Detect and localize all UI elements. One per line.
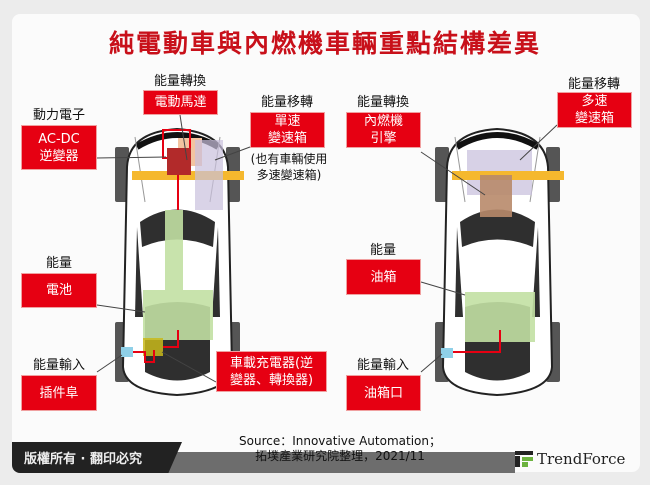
- ev-gearbox-note: (也有車輛使用 多速變速箱): [250, 152, 328, 182]
- ice-engine-box: 內燃機 引擎: [346, 112, 421, 148]
- gearbox-area: [195, 140, 223, 210]
- inverter-area: [167, 148, 191, 175]
- source-line-1: Source：Innovative Automation；: [239, 434, 441, 448]
- ev-energy-transfer-label: 能量移轉: [260, 95, 313, 110]
- ev-energy-input-label: 能量輸入: [32, 358, 85, 373]
- copyright-notice: 版權所有 · 翻印必究: [12, 442, 182, 473]
- charger-area: [143, 338, 163, 356]
- ev-power-electronics-label: 動力電子: [32, 108, 85, 123]
- source-line-2: 拓墣產業研究院整理，2021/11: [255, 449, 425, 463]
- ev-energy-label: 能量: [45, 256, 72, 271]
- ice-energy-input-label: 能量輸入: [356, 358, 409, 373]
- source-note: Source：Innovative Automation； 拓墣產業研究院整理，…: [170, 434, 510, 464]
- ev-energy-conversion-label: 能量轉換: [153, 74, 206, 89]
- trendforce-logo: TrendForce: [515, 450, 625, 468]
- engine-area: [480, 175, 512, 217]
- battery-tunnel: [165, 210, 183, 290]
- ev-inverter-box: AC-DC 逆變器: [21, 125, 97, 170]
- ev-gearbox-box: 單速 變速箱: [250, 112, 325, 148]
- ice-gearbox-box: 多速 變速箱: [557, 92, 632, 128]
- ev-axle: [132, 171, 244, 180]
- trendforce-logo-icon: [515, 451, 533, 467]
- ev-motor-box: 電動馬達: [143, 90, 218, 115]
- charge-port: [121, 347, 133, 357]
- ice-fuel-tank-box: 油箱: [346, 259, 421, 295]
- fuel-port: [441, 348, 453, 358]
- ice-energy-label: 能量: [369, 243, 396, 258]
- page-title: 純電動車與內燃機車輛重點結構差異: [108, 29, 541, 58]
- ice-energy-transfer-label: 能量移轉: [567, 77, 620, 92]
- ev-battery-box: 電池: [21, 273, 97, 308]
- footer-bar: [160, 452, 515, 473]
- ev-charge-port-box: 插件阜: [21, 375, 97, 411]
- ice-fuel-port-box: 油箱口: [346, 375, 421, 411]
- ev-charger-box: 車載充電器(逆 變器、轉換器): [216, 351, 327, 392]
- trendforce-logo-text: TrendForce: [537, 450, 626, 468]
- ice-energy-conversion-label: 能量轉換: [356, 95, 409, 110]
